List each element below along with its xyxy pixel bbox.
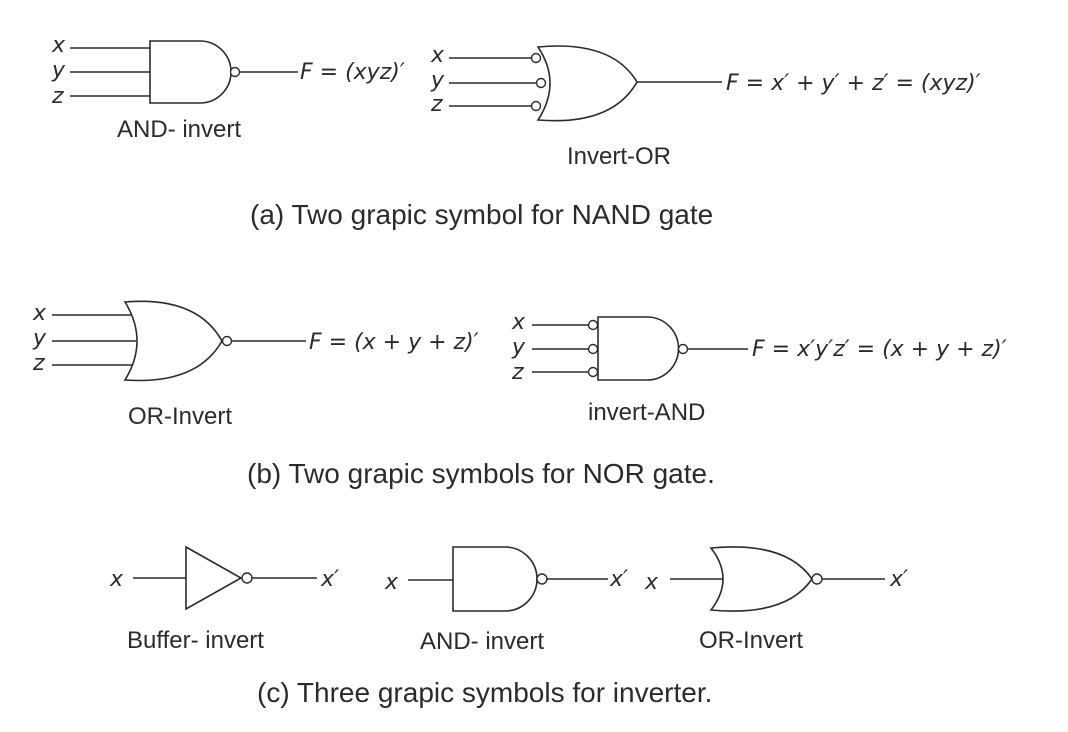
caption-inverter: (c) Three grapic symbols for inverter. <box>257 677 712 708</box>
inversion-bubble <box>229 66 241 78</box>
gate-label: Buffer- invert <box>127 627 264 654</box>
input-label-z: z <box>511 360 524 385</box>
input-label-x: x <box>644 570 659 595</box>
or-gate-body <box>709 546 813 612</box>
nor-or-invert-symbol: x y z F = (x + y + z)′ OR-Invert <box>32 300 479 430</box>
gate-label: AND- invert <box>117 116 241 143</box>
gate-label: invert-AND <box>588 399 705 426</box>
caption-nor: (b) Two grapic symbols for NOR gate. <box>247 458 715 489</box>
inversion-bubble-x <box>530 52 542 64</box>
and-gate-body <box>597 316 680 381</box>
or-gate-body <box>536 45 638 122</box>
inversion-bubble-y <box>587 343 599 355</box>
input-label-z: z <box>430 92 443 117</box>
input-label-x: x <box>430 43 445 68</box>
output-label: x′ <box>609 567 628 592</box>
gate-label: Invert-OR <box>567 143 671 170</box>
inversion-bubble-z <box>530 100 542 112</box>
or-gate-body <box>123 300 223 382</box>
gate-label: OR-Invert <box>699 627 803 654</box>
nand-invert-or-symbol: x y z F = x′ + y′ + z′ = (xyz)′ Invert-O… <box>430 43 981 170</box>
input-label-z: z <box>32 351 45 376</box>
buffer-triangle <box>185 545 243 611</box>
input-label-x: x <box>384 570 399 595</box>
inversion-bubble-output <box>677 343 689 355</box>
input-label-y: y <box>430 68 445 93</box>
and-gate-body <box>149 40 232 104</box>
gate-label: AND- invert <box>420 628 544 655</box>
inversion-bubble-x <box>587 319 599 331</box>
inversion-bubble <box>241 572 253 584</box>
input-label-y: y <box>51 58 66 83</box>
and-gate-body <box>452 546 538 612</box>
caption-nand: (a) Two grapic symbol for NAND gate <box>250 199 713 230</box>
inversion-bubble-z <box>587 366 599 378</box>
input-label-x: x <box>51 33 66 58</box>
inverter-buffer-invert-symbol: x x′ Buffer- invert <box>109 545 339 654</box>
inversion-bubble <box>536 573 548 585</box>
inversion-bubble <box>811 573 823 585</box>
input-label-x: x <box>32 301 47 326</box>
output-expression: F = x′y′z′ = (x + y + z)′ <box>752 337 1007 362</box>
input-label-y: y <box>511 335 526 360</box>
output-expression: F = x′ + y′ + z′ = (xyz)′ <box>726 71 981 96</box>
input-label-y: y <box>32 326 47 351</box>
input-label-x: x <box>511 310 526 335</box>
output-label: x′ <box>320 567 339 592</box>
output-expression: F = (xyz)′ <box>300 60 405 85</box>
inversion-bubble <box>221 335 233 347</box>
input-label-x: x <box>109 567 124 592</box>
nor-invert-and-symbol: x y z F = x′y′z′ = (x + y + z)′ invert-A… <box>511 310 1007 426</box>
gate-label: OR-Invert <box>128 403 232 430</box>
output-label: x′ <box>889 567 908 592</box>
inverter-and-invert-symbol: x x′ AND- invert <box>384 546 628 655</box>
nand-and-invert-symbol: x y z F = (xyz)′ AND- invert <box>51 33 405 143</box>
output-expression: F = (x + y + z)′ <box>309 330 479 355</box>
input-label-z: z <box>51 84 64 109</box>
inverter-or-invert-symbol: x x′ OR-Invert <box>644 546 908 654</box>
inversion-bubble-y <box>535 77 547 89</box>
